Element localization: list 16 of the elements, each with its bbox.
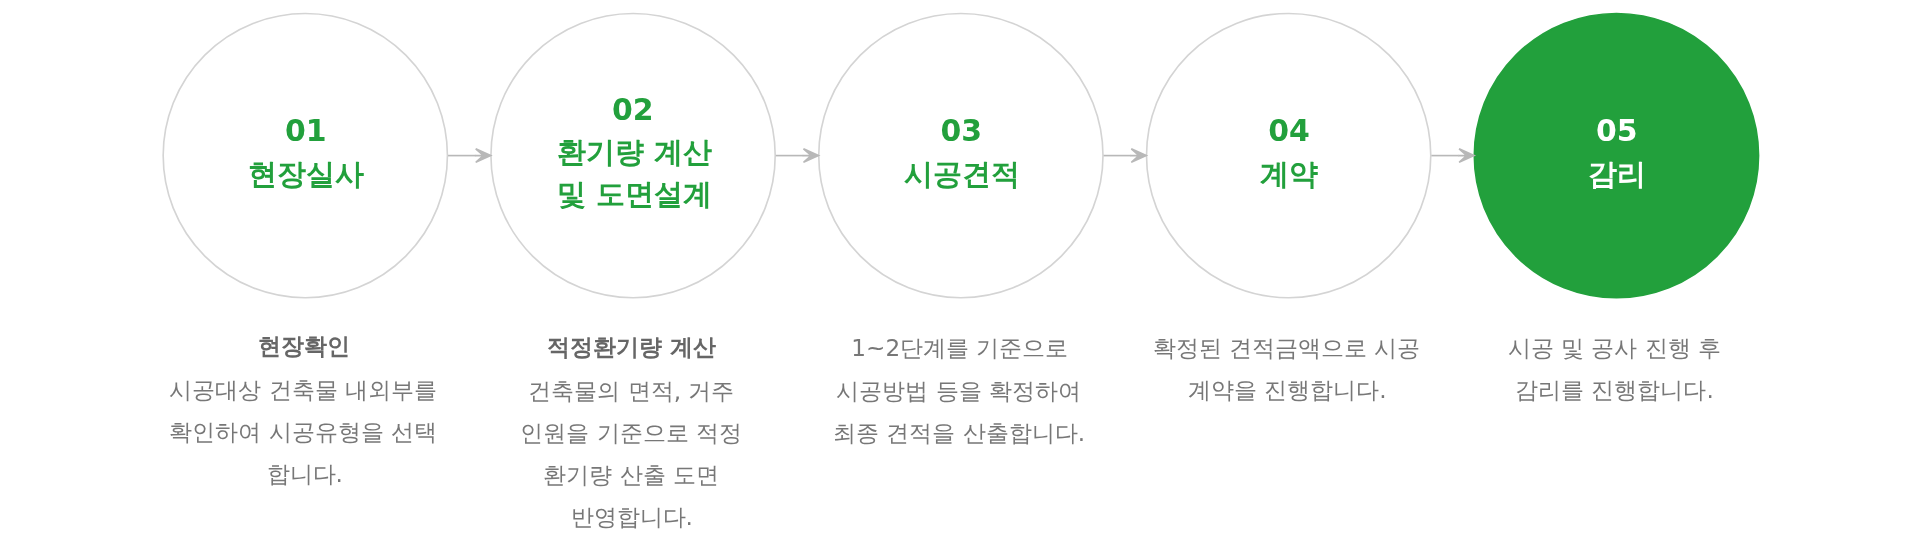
- node-circle: 02 환기량 계산 및 도면설계: [489, 12, 776, 299]
- arrow: [1102, 148, 1147, 164]
- node-label: 현장확인: [257, 333, 350, 360]
- node-circle: 04 계약: [1145, 12, 1432, 299]
- arrow: [774, 148, 819, 164]
- node-label: 시공 및 공사 진행 후 감리를 진행합니다.: [1507, 334, 1721, 403]
- node-label: 확정된 견적금액으로 시공 계약을 진행합니다.: [1152, 334, 1420, 403]
- node-circle: 03 시공견적: [817, 12, 1104, 299]
- node-circle: 01 현장실사: [161, 12, 448, 299]
- node-label: 적정환기량 계산: [546, 333, 716, 360]
- node-label: 시공대상 건축물 내외부를 확인하여 시공유형을 선택 합니다.: [168, 376, 437, 488]
- arrow: [446, 148, 491, 164]
- node-label: 1~2단계를 기준으로 시공방법 등을 확정하여 최종 견적을 산출합니다.: [832, 335, 1085, 446]
- arrow: [1430, 148, 1475, 164]
- node-circle: 05 감리: [1473, 12, 1759, 299]
- node-label: 건축물의 면적, 거주 인원을 기준으로 적정 환기량 산출 도면 반영합니다.: [519, 377, 742, 530]
